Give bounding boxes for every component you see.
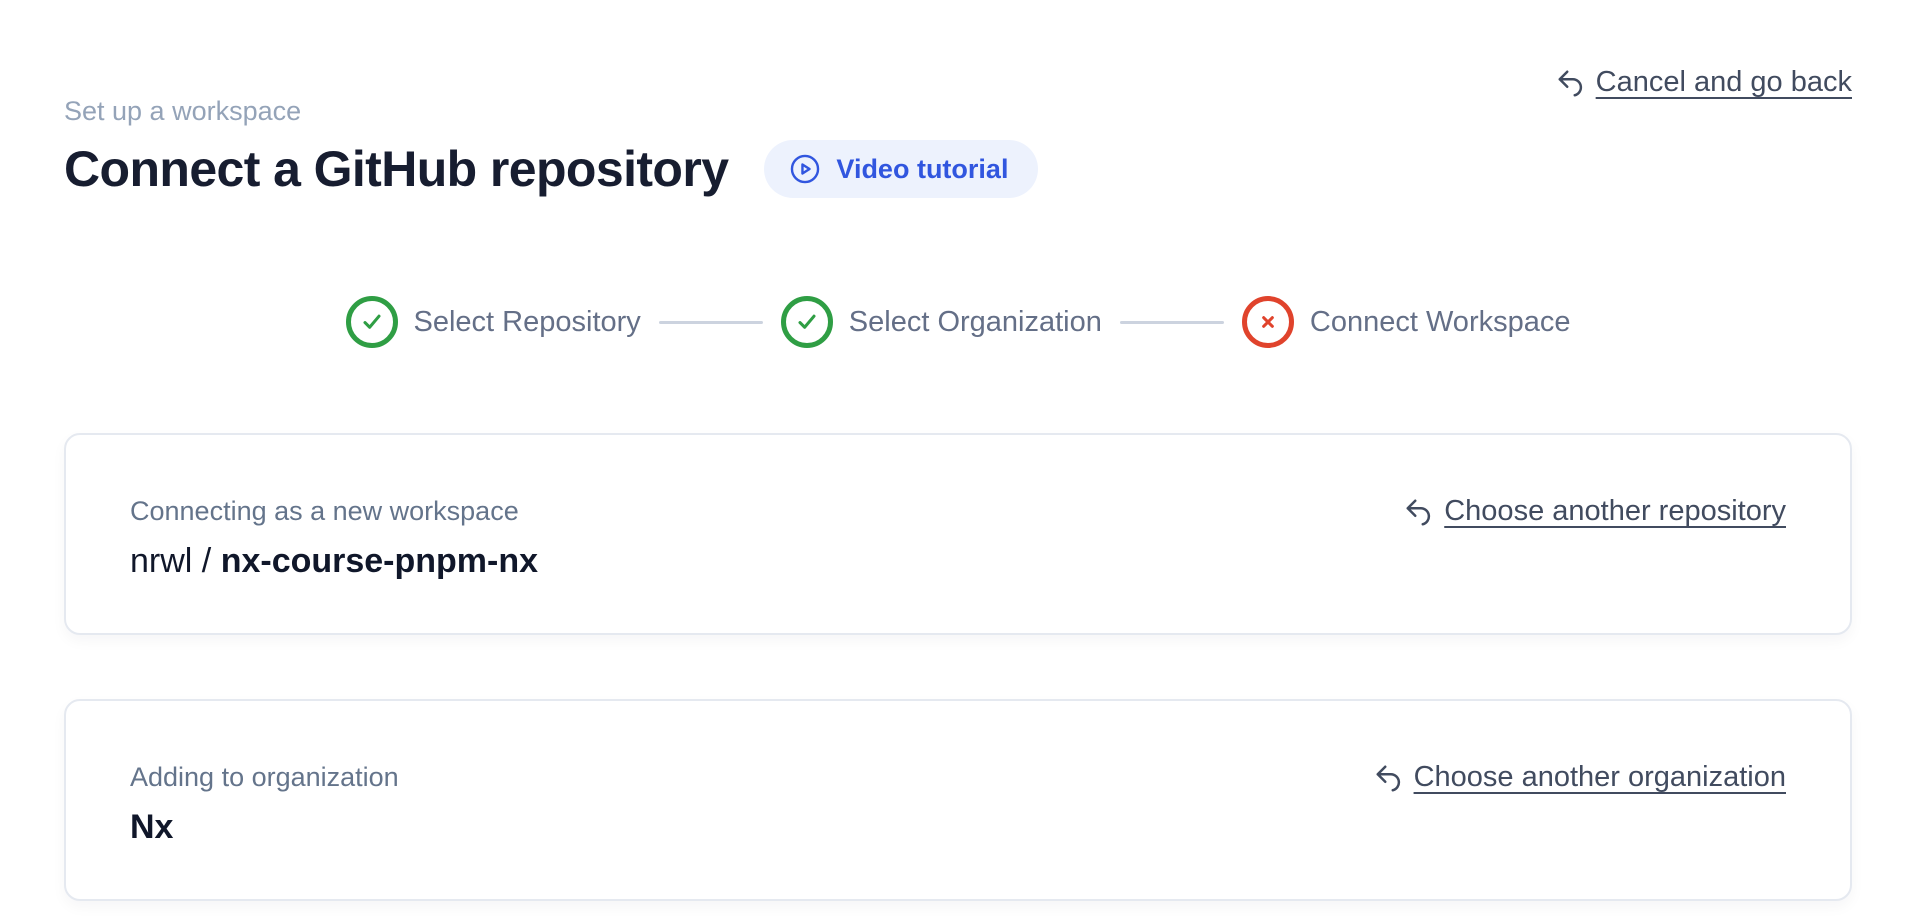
step-connector xyxy=(1119,320,1224,324)
cancel-link-label: Cancel and go back xyxy=(1595,66,1852,98)
page-title: Connect a GitHub repository xyxy=(64,141,729,197)
organization-name-strong: Nx xyxy=(130,808,174,846)
choose-another-organization-link[interactable]: Choose another organization xyxy=(1374,761,1786,794)
step-connect-workspace: Connect Workspace xyxy=(1241,296,1571,348)
check-circle-icon xyxy=(780,296,833,348)
organization-name: Nx xyxy=(130,805,399,849)
repository-card: Connecting as a new workspace nrwl / nx-… xyxy=(64,433,1852,635)
choose-another-organization-label: Choose another organization xyxy=(1413,761,1786,793)
undo-arrow-icon xyxy=(1374,763,1404,793)
choose-another-repository-label: Choose another repository xyxy=(1444,495,1786,527)
play-circle-icon xyxy=(788,152,822,186)
x-circle-icon xyxy=(1241,296,1294,348)
step-label: Connect Workspace xyxy=(1309,305,1571,338)
repository-owner: nrwl / xyxy=(130,542,221,580)
choose-another-repository-link[interactable]: Choose another repository xyxy=(1404,495,1786,528)
organization-card: Adding to organization Nx Choose another… xyxy=(64,699,1852,901)
cancel-and-go-back-link[interactable]: Cancel and go back xyxy=(1556,66,1852,99)
step-label: Select Organization xyxy=(848,305,1102,338)
step-select-organization: Select Organization xyxy=(780,296,1102,348)
step-select-repository: Select Repository xyxy=(345,296,641,348)
organization-card-label: Adding to organization xyxy=(130,762,399,792)
step-label: Select Repository xyxy=(413,305,641,338)
eyebrow-label: Set up a workspace xyxy=(64,96,302,126)
undo-arrow-icon xyxy=(1404,497,1434,527)
video-tutorial-button[interactable]: Video tutorial xyxy=(764,140,1039,198)
check-circle-icon xyxy=(345,296,398,348)
stepper: Select Repository Select Organization Co… xyxy=(64,296,1852,348)
repository-name: nrwl / nx-course-pnpm-nx xyxy=(130,539,538,583)
repository-card-label: Connecting as a new workspace xyxy=(130,496,519,526)
repository-card-info: Connecting as a new workspace nrwl / nx-… xyxy=(130,493,538,583)
title-row: Connect a GitHub repository Video tutori… xyxy=(64,138,1852,200)
video-tutorial-label: Video tutorial xyxy=(836,153,1009,184)
undo-arrow-icon xyxy=(1556,68,1586,98)
repository-name-strong: nx-course-pnpm-nx xyxy=(220,542,539,580)
organization-card-info: Adding to organization Nx xyxy=(130,759,399,849)
step-connector xyxy=(658,320,763,324)
